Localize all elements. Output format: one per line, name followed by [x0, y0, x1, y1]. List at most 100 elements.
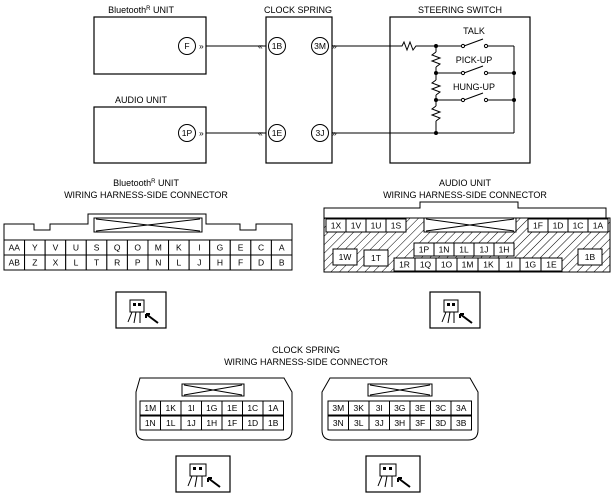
- hung-up-switch: HUNG-UP: [436, 82, 514, 103]
- connector-cell: K: [168, 239, 190, 256]
- connector-pin-label: Q: [114, 243, 121, 253]
- connector-pin-label: 1W: [339, 252, 352, 262]
- connector-cell: R: [106, 254, 128, 271]
- connector-cell: 1X: [325, 218, 347, 233]
- audio-unit: AUDIO UNIT 1P »: [93, 95, 207, 164]
- connector-cell: 1O: [435, 257, 458, 272]
- connector-cell: 1J: [473, 242, 495, 257]
- connector-pin-label: L: [176, 258, 181, 268]
- connector-pin-label: B: [279, 258, 285, 268]
- connector-cell: J: [188, 254, 211, 271]
- audio-unit-title: AUDIO UNIT: [115, 95, 168, 105]
- bluetooth-connector-housing: [3, 213, 293, 240]
- clock-spring-connector-right-housing: [321, 377, 479, 441]
- clock-spring-connector-title: CLOCK SPRING: [272, 345, 340, 355]
- connector-cell: M: [147, 239, 170, 256]
- connector-cell: 1P: [413, 242, 435, 257]
- audio-pin-circle: [178, 124, 196, 142]
- connector-pin-label: 1D: [553, 221, 564, 231]
- connector-pin-label: 1T: [371, 253, 381, 263]
- connector-cell: 3K: [348, 400, 370, 416]
- connector-cell: 1M: [456, 257, 479, 272]
- connector-cell: 1L: [453, 242, 475, 257]
- connector-cell: Q: [106, 239, 128, 256]
- connector-pin-label: C: [258, 243, 264, 253]
- bluetooth-pin-marker: »: [199, 41, 204, 51]
- steering-switch: STEERING SWITCH: [389, 5, 531, 164]
- connector-cell: 1L: [160, 415, 182, 431]
- connector-cell: 1A: [262, 400, 284, 416]
- connector-pin-label: 1Q: [420, 260, 432, 270]
- connector-cell: 3N: [327, 415, 349, 431]
- connector-pin-label: 3H: [394, 418, 405, 428]
- connector-cell: N: [147, 254, 170, 271]
- connector-pin-label: AA: [9, 243, 21, 253]
- connector-cell: 3B: [450, 415, 472, 431]
- connector-cell: 1W: [332, 248, 358, 266]
- ladder-resistor-1: [430, 51, 442, 68]
- clock-spring-connector-subtitle: WIRING HARNESS-SIDE CONNECTOR: [224, 357, 388, 367]
- connector-pin-label: I: [198, 243, 200, 253]
- bluetooth-connector-title: BluetoothR UNIT: [113, 178, 179, 188]
- connector-pin-label: T: [94, 258, 99, 268]
- connector-cell: 1C: [242, 400, 264, 416]
- connector-pin-label: M: [155, 243, 162, 253]
- connector-pin-label: 3I: [376, 403, 383, 413]
- connector-cell: 1N: [139, 415, 161, 431]
- connector-view-icon: [365, 455, 421, 493]
- clock-spring-pin-3m-circle: [311, 37, 329, 55]
- connector-cell: AB: [3, 254, 26, 271]
- connector-pin-label: 1G: [206, 403, 217, 413]
- latch-cross: [95, 218, 201, 232]
- connector-pin-label: 1S: [391, 221, 402, 231]
- connector-cell: 1K: [477, 257, 500, 272]
- connector-cell: 1I: [180, 400, 202, 416]
- connector-pin-label: 1F: [533, 221, 543, 231]
- connector-cell: 1S: [385, 218, 407, 233]
- ladder-resistor-2: [430, 79, 442, 96]
- connector-cell: F: [229, 254, 252, 271]
- connector-pin-label: 1N: [145, 418, 156, 428]
- schematic: BluetoothR UNIT F » AUDIO UNIT 1P » CLOC…: [93, 5, 531, 164]
- connector-cell: 1Q: [414, 257, 437, 272]
- clock-spring-pin-3j: 3J: [316, 128, 325, 138]
- connector-pin-label: 1H: [499, 245, 510, 255]
- connector-pin-label: 1R: [399, 260, 410, 270]
- connector-pin-label: 1J: [187, 418, 196, 428]
- series-resistor: [390, 40, 436, 52]
- connector-cell: I: [188, 239, 211, 256]
- connector-pin-label: 1V: [351, 221, 362, 231]
- connector-pin-label: D: [258, 258, 264, 268]
- connector-pin-label: 1A: [268, 403, 279, 413]
- connector-cell: 1V: [345, 218, 367, 233]
- connector-pin-label: S: [94, 243, 100, 253]
- connector-pin-label: E: [238, 243, 244, 253]
- connector-pin-label: 1A: [593, 221, 604, 231]
- connector-cell: X: [44, 254, 67, 271]
- connector-pin-label: 1I: [506, 260, 513, 270]
- connector-cell: 3G: [389, 400, 411, 416]
- clock-spring-pin-1b-circle: [268, 37, 286, 55]
- connector-pin-label: 1G: [525, 260, 536, 270]
- connector-pin-label: 1P: [419, 245, 430, 255]
- connector-cell: S: [85, 239, 108, 256]
- connector-pin-label: 3E: [415, 403, 426, 413]
- connector-cell: 3A: [450, 400, 472, 416]
- connector-pin-label: 3M: [332, 403, 344, 413]
- connector-pin-label: 3G: [394, 403, 405, 413]
- connector-pin-label: P: [135, 258, 141, 268]
- connector-cell: 3E: [409, 400, 431, 416]
- connector-pin-label: 1M: [462, 260, 474, 270]
- connector-cell: 3I: [368, 400, 390, 416]
- connector-cell: 1H: [201, 415, 223, 431]
- connector-pin-label: N: [155, 258, 161, 268]
- connector-cell: 1F: [221, 415, 243, 431]
- connector-pin-label: 1L: [459, 245, 469, 255]
- clock-spring-pin-1b: 1B: [272, 41, 283, 51]
- connector-cell: G: [209, 239, 231, 256]
- connector-pin-label: 3D: [435, 418, 446, 428]
- connector-cell: Y: [24, 239, 46, 256]
- connector-cell: 1A: [587, 218, 609, 233]
